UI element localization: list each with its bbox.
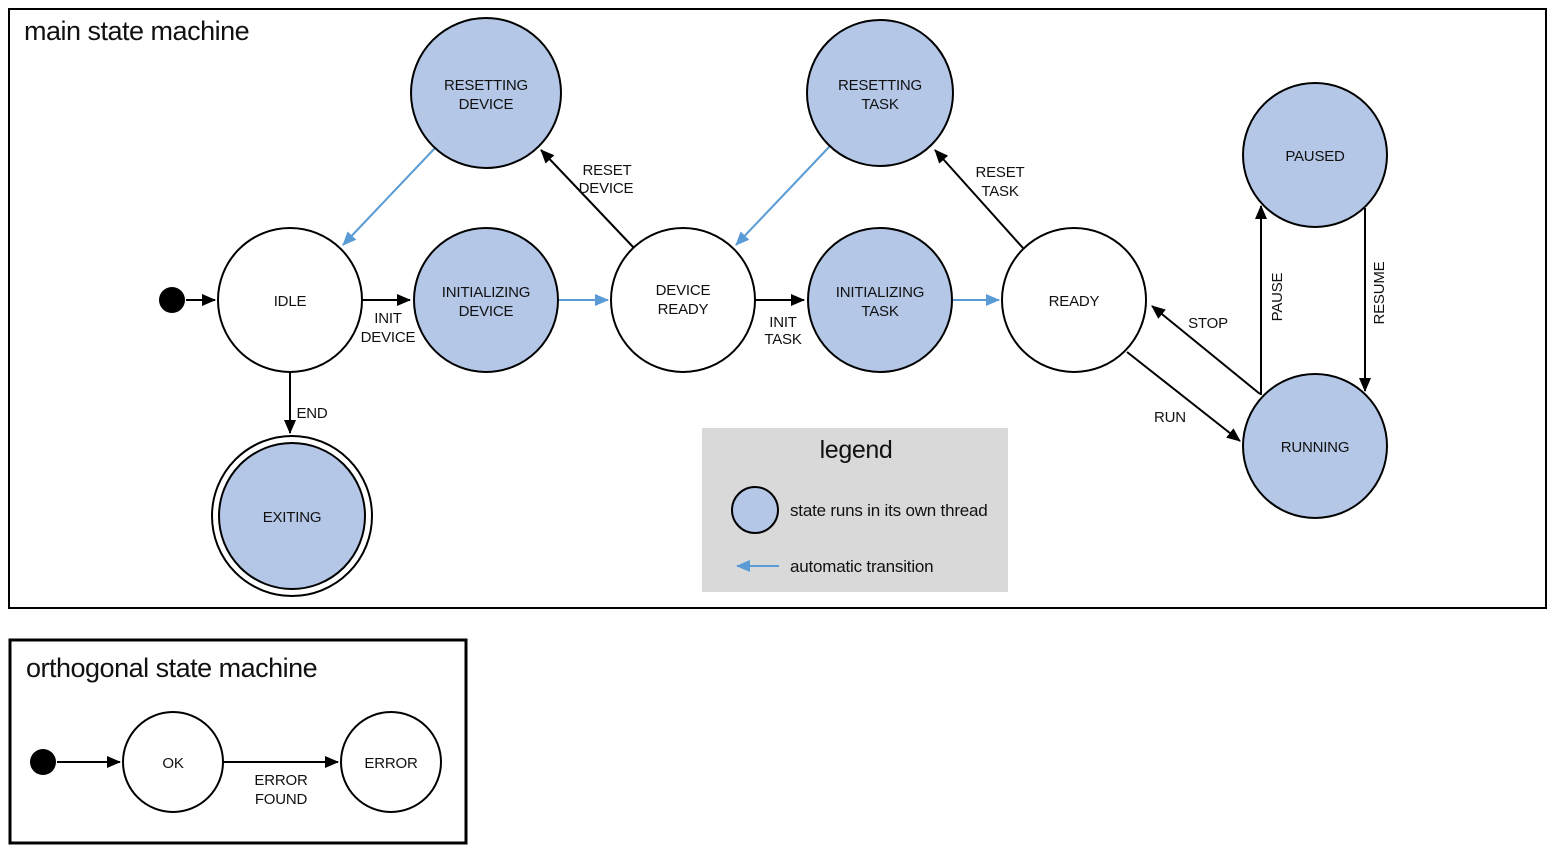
svg-text:TASK: TASK bbox=[764, 331, 801, 348]
svg-text:INIT: INIT bbox=[769, 314, 797, 331]
orthogonal-title: orthogonal state machine bbox=[26, 653, 317, 683]
transition-label-error-found: ERROR FOUND bbox=[254, 772, 308, 808]
state-paused: PAUSED bbox=[1242, 82, 1388, 228]
svg-text:FOUND: FOUND bbox=[255, 791, 308, 808]
state-idle: IDLE bbox=[217, 227, 363, 373]
svg-text:DEVICE: DEVICE bbox=[656, 282, 711, 299]
transition-label-pause: PAUSE bbox=[1269, 272, 1286, 321]
state-ready: READY bbox=[1001, 227, 1147, 373]
transition-label-stop: STOP bbox=[1188, 315, 1228, 332]
transition-ready-to-resetting-task bbox=[934, 149, 1024, 249]
svg-text:ERROR: ERROR bbox=[254, 772, 308, 789]
svg-text:OK: OK bbox=[162, 755, 183, 772]
svg-text:DEVICE: DEVICE bbox=[459, 96, 514, 113]
transition-label-reset-device: RESET DEVICE bbox=[579, 162, 634, 197]
legend-threaded-state-label: state runs in its own thread bbox=[790, 501, 988, 520]
svg-text:IDLE: IDLE bbox=[274, 293, 307, 310]
transition-label-resume: RESUME bbox=[1371, 261, 1388, 324]
svg-text:RUNNING: RUNNING bbox=[1281, 439, 1350, 456]
svg-text:EXITING: EXITING bbox=[263, 509, 322, 526]
svg-text:INITIALIZING: INITIALIZING bbox=[836, 284, 924, 301]
initial-state-dot bbox=[159, 287, 185, 313]
svg-text:RESET: RESET bbox=[975, 164, 1024, 181]
svg-text:RESETTING: RESETTING bbox=[444, 77, 528, 94]
svg-text:DEVICE: DEVICE bbox=[361, 329, 416, 346]
transition-ready-to-running bbox=[1126, 351, 1241, 442]
state-device-ready: DEVICE READY bbox=[610, 227, 756, 373]
svg-text:TASK: TASK bbox=[861, 96, 898, 113]
svg-text:TASK: TASK bbox=[981, 183, 1018, 200]
transition-label-init-task: INIT TASK bbox=[764, 314, 802, 348]
state-error: ERROR bbox=[340, 711, 442, 813]
svg-text:READY: READY bbox=[658, 301, 709, 318]
svg-text:ERROR: ERROR bbox=[364, 755, 418, 772]
state-exiting-final: EXITING bbox=[211, 435, 373, 597]
svg-text:INIT: INIT bbox=[374, 310, 402, 327]
legend: legend state runs in its own thread auto… bbox=[702, 428, 1008, 592]
state-resetting-task: RESETTING TASK bbox=[806, 19, 954, 167]
state-initializing-device: INITIALIZING DEVICE bbox=[413, 227, 559, 373]
transition-auto-resetting-device-to-idle bbox=[342, 147, 436, 246]
state-running: RUNNING bbox=[1242, 373, 1388, 519]
svg-text:DEVICE: DEVICE bbox=[579, 180, 634, 197]
svg-text:TASK: TASK bbox=[861, 303, 898, 320]
final-state-inner-circle bbox=[218, 442, 366, 590]
legend-automatic-transition-label: automatic transition bbox=[790, 557, 933, 576]
transition-running-to-ready bbox=[1151, 305, 1261, 395]
svg-text:DEVICE: DEVICE bbox=[459, 303, 514, 320]
svg-text:READY: READY bbox=[1049, 293, 1100, 310]
svg-text:RESET: RESET bbox=[582, 162, 631, 179]
transition-auto-resetting-task-to-device-ready bbox=[735, 145, 831, 246]
svg-text:RESETTING: RESETTING bbox=[838, 77, 922, 94]
state-resetting-device: RESETTING DEVICE bbox=[410, 17, 562, 169]
state-ok: OK bbox=[122, 711, 224, 813]
transition-label-reset-task: RESET TASK bbox=[975, 164, 1024, 200]
main-title: main state machine bbox=[24, 16, 249, 46]
orthogonal-initial-state-dot bbox=[30, 749, 56, 775]
orthogonal-state-machine: orthogonal state machine ERROR FOUND OK … bbox=[8, 638, 468, 845]
main-state-machine: main state machine INIT DEVICE INIT TASK… bbox=[8, 8, 1547, 609]
transition-label-init-device: INIT DEVICE bbox=[361, 310, 416, 346]
transition-device-ready-to-resetting-device bbox=[540, 149, 635, 249]
transition-label-run: RUN bbox=[1154, 409, 1186, 426]
state-initializing-task: INITIALIZING TASK bbox=[807, 227, 953, 373]
svg-text:INITIALIZING: INITIALIZING bbox=[442, 284, 530, 301]
transition-label-end: END bbox=[296, 405, 327, 422]
legend-title: legend bbox=[820, 436, 893, 464]
legend-threaded-state-icon bbox=[731, 486, 779, 534]
svg-text:PAUSED: PAUSED bbox=[1285, 148, 1345, 165]
